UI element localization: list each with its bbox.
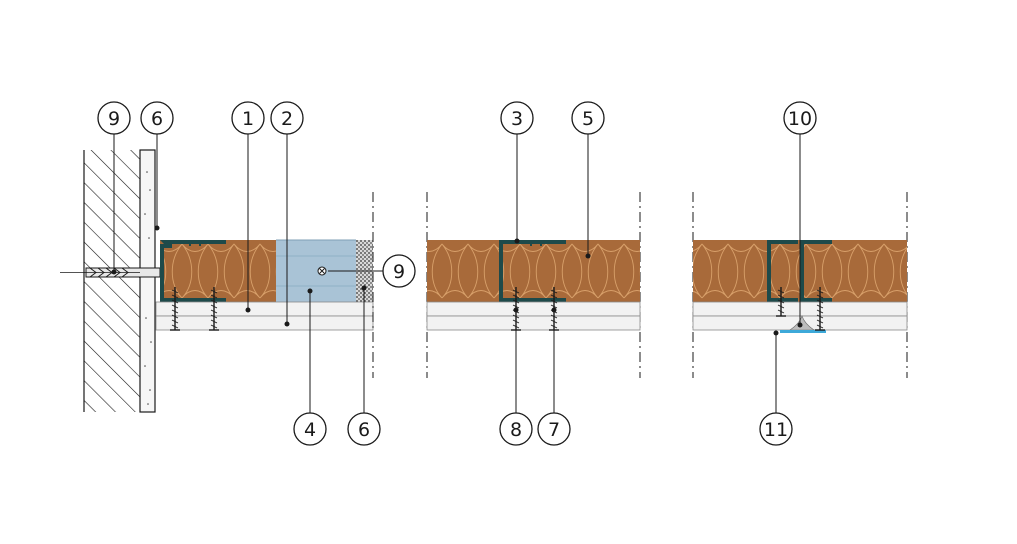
svg-text:3: 3	[511, 108, 523, 130]
svg-text:5: 5	[582, 108, 594, 130]
masonry-wall	[83, 150, 140, 412]
callout-1: 1	[231, 101, 265, 135]
svg-text:6: 6	[358, 419, 370, 441]
board-layers-left	[155, 301, 374, 331]
callout-11: 11	[759, 412, 793, 446]
screw-left-2	[209, 287, 219, 331]
edge-profile	[160, 240, 226, 302]
callout-9-top: 9	[97, 101, 131, 135]
callout-8: 8	[499, 412, 533, 446]
screw-right-2	[815, 287, 825, 331]
svg-text:1: 1	[242, 108, 254, 130]
wall-anchor	[60, 267, 161, 278]
callout-4: 4	[293, 412, 327, 446]
svg-text:6: 6	[151, 108, 163, 130]
svg-text:10: 10	[788, 108, 812, 130]
svg-text:11: 11	[764, 419, 788, 441]
leader-dots	[111, 225, 803, 336]
screw-right-1	[776, 287, 786, 317]
callout-10: 10	[783, 101, 817, 135]
svg-text:9: 9	[393, 261, 405, 283]
svg-text:2: 2	[281, 108, 293, 130]
insulation-panel-left	[160, 240, 276, 302]
svg-text:7: 7	[548, 419, 560, 441]
callout-6-top: 6	[140, 101, 174, 135]
svg-text:8: 8	[510, 419, 522, 441]
joint-tape	[780, 330, 826, 333]
leader-lines	[113, 134, 801, 413]
callout-7: 7	[537, 412, 571, 446]
joint-filler	[789, 315, 815, 331]
callout-2: 2	[270, 101, 304, 135]
callout-5: 5	[571, 101, 605, 135]
wall-plaster-layer	[139, 149, 156, 413]
svg-text:4: 4	[304, 419, 316, 441]
insulation-panel-middle	[427, 240, 640, 302]
c-profile-middle	[499, 240, 566, 302]
board-layers-middle	[426, 301, 641, 331]
screw-left-1	[170, 287, 180, 331]
callout-9-right: 9	[382, 254, 416, 288]
profile-screw-marker	[317, 266, 327, 276]
callout-3: 3	[500, 101, 534, 135]
svg-text:9: 9	[108, 108, 120, 130]
double-c-profile-right	[767, 240, 832, 302]
callout-6-bottom: 6	[347, 412, 381, 446]
